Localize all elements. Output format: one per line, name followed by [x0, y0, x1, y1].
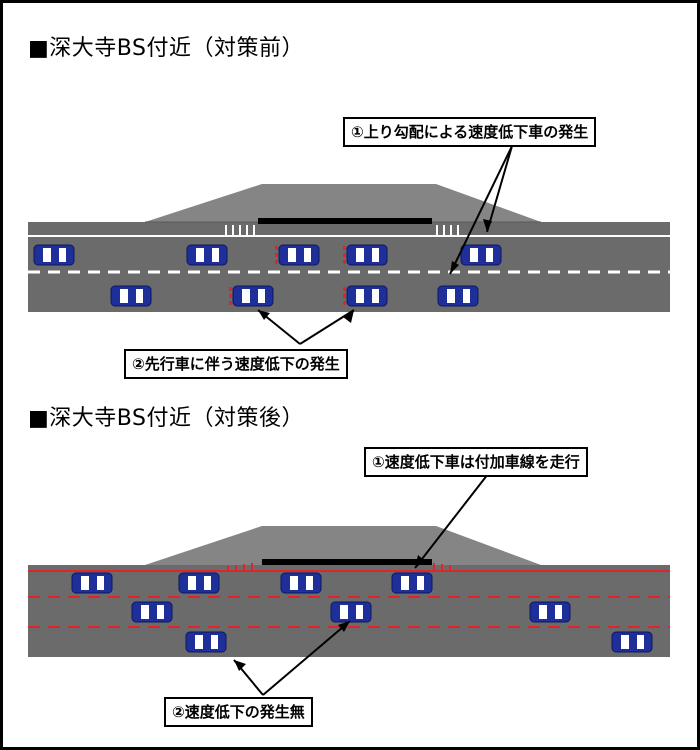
- after-taper-right: [433, 563, 451, 572]
- before-taper-left: [225, 225, 255, 236]
- car-icon: [330, 601, 372, 623]
- before-callout-slow-vehicle: ①上り勾配による速度低下車の発生: [343, 117, 597, 147]
- car-icon: [460, 244, 502, 266]
- car-icon: [186, 244, 228, 266]
- after-hill: [145, 526, 541, 565]
- before-bus-stop-bar: [258, 218, 432, 224]
- before-taper-right: [436, 225, 459, 236]
- car-icon: [346, 285, 388, 307]
- car-icon: [529, 601, 571, 623]
- car-icon: [232, 285, 274, 307]
- after-callout-additional-lane: ①速度低下車は付加車線を走行: [364, 447, 588, 477]
- before-arrows: [257, 145, 513, 345]
- car-icon: [437, 285, 479, 307]
- car-icon: [346, 244, 388, 266]
- car-icon: [185, 631, 227, 653]
- brake-light-icon: [343, 287, 346, 305]
- car-icon: [280, 572, 322, 594]
- before-scene: [28, 145, 670, 345]
- car-icon: [71, 572, 113, 594]
- car-icon: [178, 572, 220, 594]
- car-icon: [33, 244, 75, 266]
- car-icon: [391, 572, 433, 594]
- after-callout-no-slowdown: ②速度低下の発生無: [164, 697, 313, 727]
- before-section-title: ■深大寺BS付近（対策前）: [28, 36, 304, 61]
- car-icon: [110, 285, 152, 307]
- brake-light-icon: [343, 246, 346, 264]
- car-icon: [131, 601, 173, 623]
- car-icon: [611, 631, 653, 653]
- after-taper-left: [227, 563, 253, 572]
- before-hill: [145, 184, 541, 222]
- after-bus-stop-bar: [262, 559, 432, 565]
- car-icon: [278, 244, 320, 266]
- before-callout-following-slowdown: ②先行車に伴う速度低下の発生: [124, 349, 348, 379]
- brake-light-icon: [275, 246, 278, 264]
- after-section-title: ■深大寺BS付近（対策後）: [28, 406, 304, 431]
- brake-light-icon: [229, 287, 232, 305]
- after-scene: [28, 473, 670, 696]
